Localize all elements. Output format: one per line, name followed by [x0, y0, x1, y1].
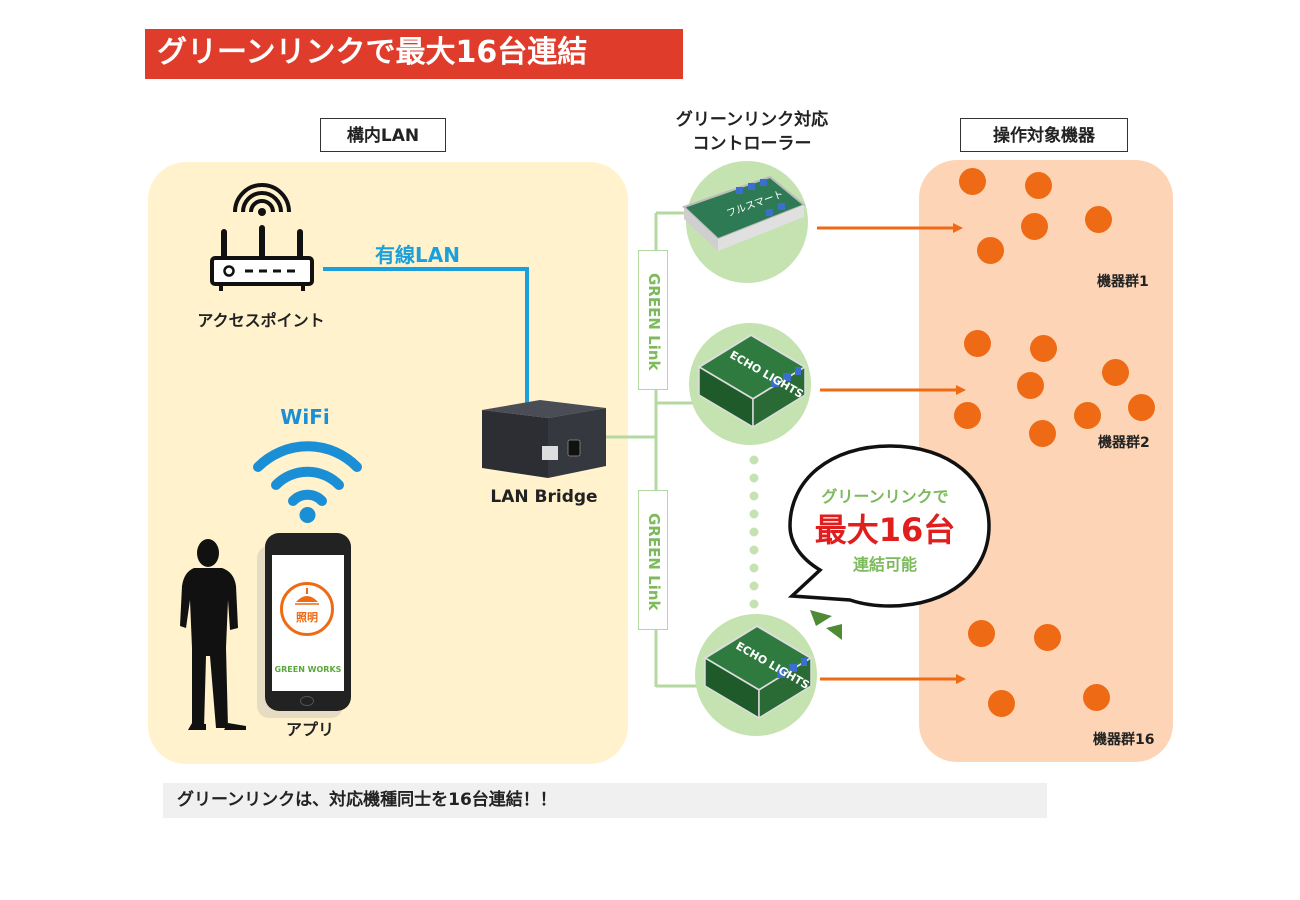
- device-dot: [1085, 206, 1112, 233]
- controller-1: フルスマート: [682, 161, 808, 283]
- lan-bridge-label: LAN Bridge: [490, 487, 598, 507]
- wired-lan-label: 有線LAN: [375, 243, 460, 267]
- device-dot: [1074, 402, 1101, 429]
- device-dot: [988, 690, 1015, 717]
- device-dot: [1128, 394, 1155, 421]
- controller-board-1: フルスマート: [682, 175, 806, 251]
- green-link-text-2: GREEN Link: [645, 513, 663, 611]
- green-link-label-1: GREEN Link: [638, 250, 668, 390]
- home-button: [300, 696, 314, 706]
- devices-header: 操作対象機器: [960, 118, 1128, 152]
- footer-note: グリーンリンクは、対応機種同士を16台連結！！: [163, 783, 1047, 818]
- device-dot: [1021, 213, 1048, 240]
- controller-board-2: ECHO LIGHTS: [697, 333, 807, 429]
- controller-2: ECHO LIGHTS: [689, 323, 811, 445]
- device-dot: [1025, 172, 1052, 199]
- controller-header-line1: グリーンリンク対応: [675, 110, 829, 130]
- device-dot: [959, 168, 986, 195]
- wired-lan-line: [323, 267, 529, 405]
- app-label: アプリ: [285, 720, 334, 739]
- control-arrows: [817, 223, 966, 684]
- lighting-label: 照明: [296, 611, 318, 624]
- device-dot: [1034, 624, 1061, 651]
- lan-bridge-device: [482, 400, 606, 478]
- device-group-2-label: 機器群2: [1098, 435, 1150, 451]
- device-dot: [964, 330, 991, 357]
- speech-bubble-shape: [787, 444, 991, 640]
- green-link-label-2: GREEN Link: [638, 490, 668, 630]
- device-dot: [1030, 335, 1057, 362]
- lan-header: 構内LAN: [320, 118, 446, 152]
- lamp-icon: [295, 588, 319, 605]
- device-dot: [1102, 359, 1129, 386]
- access-point-icon: [210, 183, 314, 291]
- phone-brand: GREEN WORKS: [274, 665, 342, 674]
- device-dot: [954, 402, 981, 429]
- more-controllers-dots: [749, 455, 759, 609]
- device-dot: [1017, 372, 1044, 399]
- wifi-icon: [253, 441, 362, 523]
- smartphone: 照明 GREEN WORKS: [265, 533, 351, 711]
- person-icon: [180, 539, 246, 730]
- phone-screen: 照明 GREEN WORKS: [272, 555, 344, 691]
- bubble-line3: 連結可能: [852, 555, 917, 574]
- device-dot: [1029, 420, 1056, 447]
- controller-header: グリーンリンク対応 コントローラー: [648, 108, 856, 156]
- controller-header-line2: コントローラー: [692, 134, 812, 154]
- device-group-16-label: 機器群16: [1093, 732, 1155, 748]
- page-title: グリーンリンクで最大16台連結: [145, 29, 683, 79]
- device-dot: [977, 237, 1004, 264]
- controller-board-16: ECHO LIGHTS: [703, 624, 813, 720]
- wifi-label: WiFi: [280, 405, 330, 429]
- green-link-text-1: GREEN Link: [645, 273, 663, 371]
- device-dot: [968, 620, 995, 647]
- lighting-app-button[interactable]: 照明: [280, 582, 334, 636]
- bubble-line1: グリーンリンクで: [821, 487, 949, 506]
- device-panel: [919, 160, 1173, 762]
- bubble-line2: 最大16台: [814, 511, 956, 549]
- access-point-label: アクセスポイント: [197, 311, 325, 330]
- device-dot: [1083, 684, 1110, 711]
- device-group-1-label: 機器群1: [1097, 274, 1149, 290]
- controller-16: ECHO LIGHTS: [695, 614, 817, 736]
